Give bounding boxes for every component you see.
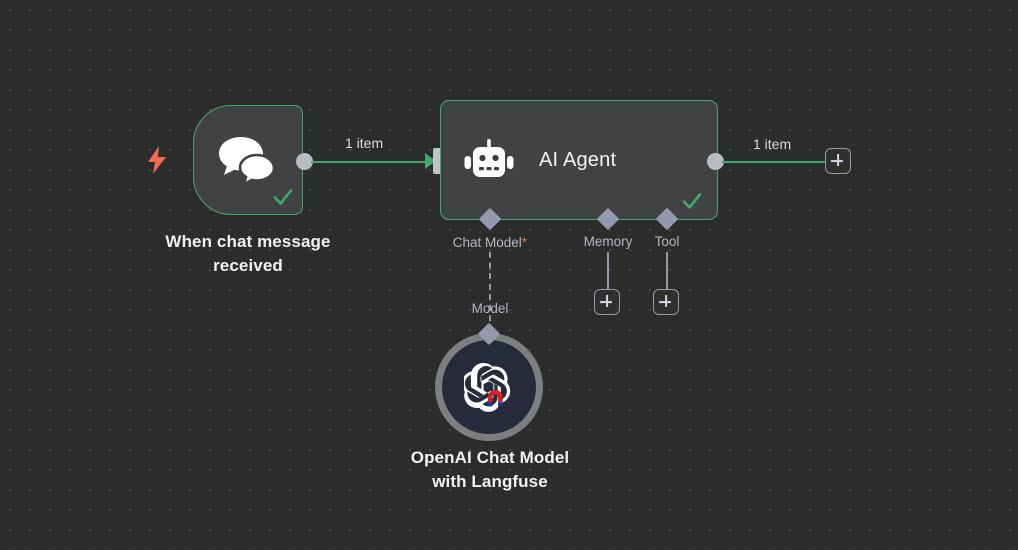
connection-memory[interactable] bbox=[606, 252, 609, 291]
node-title-trigger: When chat message received bbox=[165, 232, 331, 275]
node-title-openai-model: OpenAI Chat Model with Langfuse bbox=[410, 448, 570, 491]
check-icon bbox=[682, 193, 702, 209]
agent-port-label-tool: Tool bbox=[654, 234, 680, 249]
connection-arrow-icon bbox=[425, 153, 436, 169]
node-when-chat-message-received[interactable] bbox=[193, 105, 303, 215]
add-node-button-tool[interactable] bbox=[653, 289, 679, 315]
chat-model-text: Chat Model bbox=[452, 235, 522, 250]
agent-input-port[interactable] bbox=[433, 148, 443, 174]
trigger-output-port[interactable] bbox=[296, 153, 313, 170]
agent-port-label-memory: Memory bbox=[583, 234, 633, 249]
connection-agent-to-model[interactable] bbox=[488, 252, 491, 332]
connection-trigger-to-agent[interactable] bbox=[311, 160, 427, 163]
robot-icon bbox=[464, 139, 514, 177]
agent-output-port[interactable] bbox=[707, 153, 724, 170]
lightning-bolt-icon bbox=[148, 146, 166, 174]
chat-bubbles-icon bbox=[219, 137, 276, 186]
node-ai-agent[interactable]: AI Agent bbox=[440, 100, 718, 220]
openai-logo-icon bbox=[464, 362, 511, 412]
edge-label-agent-output: 1 item bbox=[753, 136, 792, 152]
check-icon bbox=[273, 189, 293, 205]
connection-agent-to-add[interactable] bbox=[722, 160, 825, 163]
agent-port-label-chat-model: Chat Model* bbox=[430, 234, 550, 250]
add-node-button-memory[interactable] bbox=[594, 289, 620, 315]
model-port-label: Model bbox=[471, 301, 509, 316]
add-node-button-main[interactable] bbox=[825, 148, 851, 174]
required-marker: * bbox=[521, 234, 528, 250]
node-title-ai-agent: AI Agent bbox=[539, 148, 617, 171]
node-openai-chat-model[interactable] bbox=[435, 333, 543, 441]
edge-label-trigger-to-agent: 1 item bbox=[345, 135, 384, 151]
connection-tool[interactable] bbox=[665, 252, 668, 291]
